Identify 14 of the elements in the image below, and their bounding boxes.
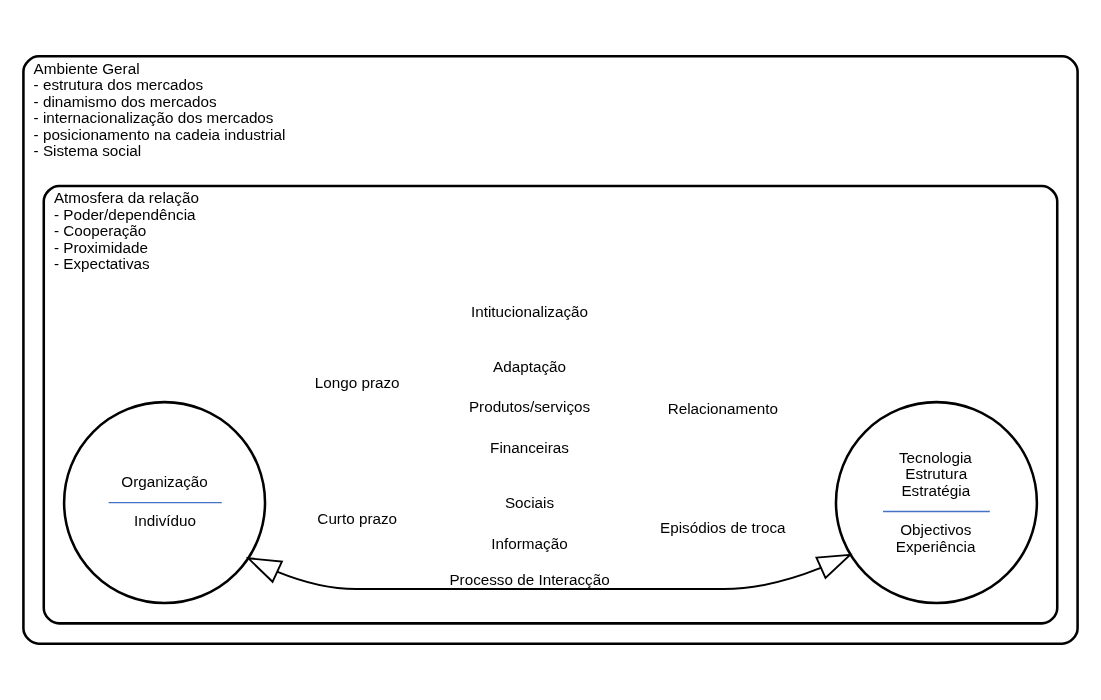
- label: Longo prazo: [314, 374, 400, 392]
- edge-label: Processo de Interacção: [449, 570, 610, 588]
- label: Sociais: [504, 493, 555, 511]
- node-circle: Organização Indivíduo: [62, 400, 267, 605]
- node-circle: Tecnologia Estrutura Estratégia Objectivos Experiência: [834, 400, 1039, 605]
- label: Relacionamento: [667, 399, 778, 417]
- label: Produtos/serviços: [468, 398, 591, 416]
- label: Episódios de troca: [660, 519, 786, 537]
- label: Financeiras: [490, 439, 569, 457]
- arrow: [245, 553, 853, 590]
- label: Adaptação: [493, 357, 566, 375]
- label: Informação: [491, 534, 568, 552]
- label: Intitucionalização: [471, 303, 589, 321]
- label: Curto prazo: [317, 510, 398, 528]
